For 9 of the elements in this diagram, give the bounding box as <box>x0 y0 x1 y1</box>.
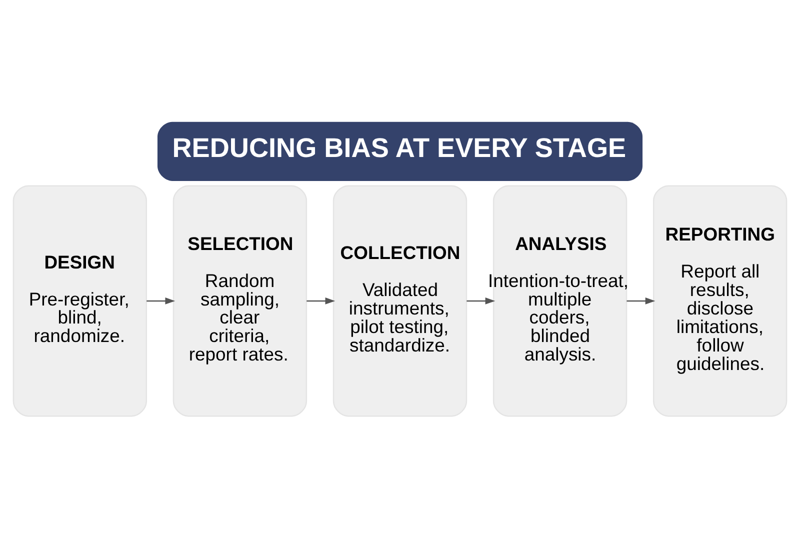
diagram-title: REDUCING BIAS AT EVERY STAGE <box>172 132 626 164</box>
node-box: SELECTION Random sampling, clear criteria, report rates. <box>172 185 308 417</box>
node-box: REPORTING Report all results, disclose limitations, follow guidelines. <box>652 185 788 417</box>
node-box: DESIGN Pre-register, blind, randomize. <box>12 185 148 417</box>
arrow <box>466 298 496 304</box>
arrow <box>306 298 336 304</box>
arrow <box>146 298 176 304</box>
node-box: COLLECTION Validated instruments, pilot testing, standardize. <box>332 185 468 417</box>
arrow <box>626 298 656 304</box>
